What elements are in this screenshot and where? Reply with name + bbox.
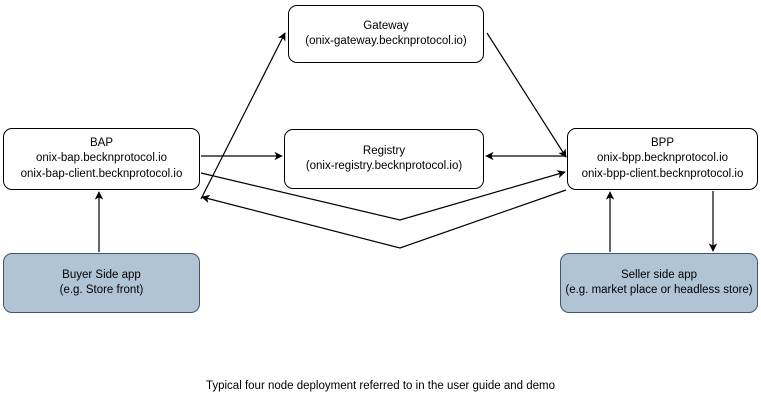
node-seller-side-app-subtitle: (e.g. market place or headless store)	[565, 284, 753, 296]
node-bap-subtitle: onix-bap.becknprotocol.io	[35, 152, 168, 165]
node-buyer-side-app[interactable]: Buyer Side app (e.g. Store front)	[3, 253, 200, 313]
node-buyer-side-app-subtitle: (e.g. Store front)	[59, 284, 144, 296]
node-bpp-subtitle2: onix-bpp-client.becknprotocol.io	[581, 167, 744, 180]
node-gateway[interactable]: Gateway (onix-gateway.becknprotocol.io)	[288, 5, 484, 63]
node-bpp-subtitle: onix-bpp.becknprotocol.io	[596, 152, 729, 165]
node-bap[interactable]: BAP onix-bap.becknprotocol.io onix-bap-c…	[3, 128, 200, 190]
edge-bpp-to-bap	[201, 189, 567, 249]
node-seller-side-app-title: Seller side app	[620, 268, 698, 281]
node-bap-title: BAP	[89, 137, 113, 150]
edge-bap-to-gateway	[200, 32, 286, 200]
node-buyer-side-app-title: Buyer Side app	[62, 268, 141, 281]
node-gateway-title: Gateway	[363, 19, 409, 32]
node-gateway-subtitle: (onix-gateway.becknprotocol.io)	[305, 35, 467, 47]
node-registry-title: Registry	[362, 144, 406, 157]
node-registry-subtitle: (onix-registry.becknprotocol.io)	[305, 160, 463, 172]
node-bap-subtitle2: onix-bap-client.becknprotocol.io	[20, 167, 183, 180]
node-bpp-title: BPP	[650, 137, 674, 150]
node-seller-side-app[interactable]: Seller side app (e.g. market place or he…	[560, 253, 758, 313]
edge-gateway-to-bpp	[486, 32, 567, 158]
diagram-caption: Typical four node deployment referred to…	[205, 380, 556, 392]
node-registry[interactable]: Registry (onix-registry.becknprotocol.io…	[284, 129, 484, 189]
node-bpp[interactable]: BPP onix-bpp.becknprotocol.io onix-bpp-c…	[567, 128, 758, 190]
